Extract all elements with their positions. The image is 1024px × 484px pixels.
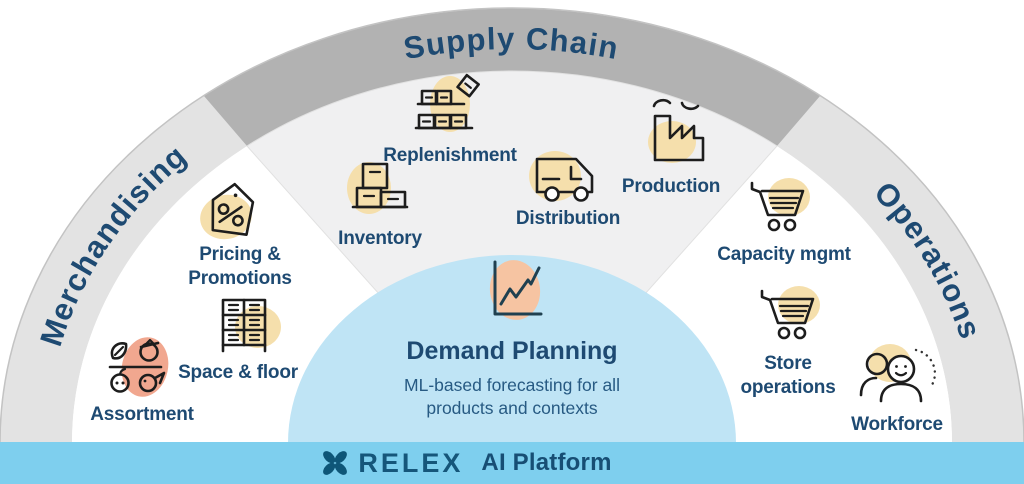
factory-icon — [642, 94, 714, 166]
shelved-boxes-icon — [406, 70, 488, 140]
relex-brand-text: RELEX — [358, 447, 464, 478]
shopping-cart-icon — [744, 176, 814, 238]
label-store-operations: Store operations — [740, 353, 836, 398]
food-grid-icon — [101, 334, 175, 400]
demand-planning-subtitle: ML-based forecasting for all products an… — [404, 375, 620, 418]
ai-platform-bar: RELEX AI Platform — [0, 442, 1024, 484]
label-inventory: Inventory — [338, 228, 422, 249]
stacked-boxes-icon — [343, 158, 413, 218]
label-production: Production — [621, 176, 721, 197]
label-pricing-promotions: Pricing & Promotions — [188, 244, 292, 289]
relex-clover-icon — [323, 451, 348, 475]
label-distribution: Distribution — [515, 208, 621, 229]
ai-platform-text: AI Platform — [481, 449, 612, 476]
ring-outline — [0, 7, 1024, 444]
label-assortment: Assortment — [90, 404, 194, 425]
shopping-cart-icon — [754, 284, 824, 346]
label-space-floor: Space & floor — [178, 362, 298, 383]
label-capacity-mgmt: Capacity mgmt — [717, 244, 851, 265]
price-tag-percent-icon — [194, 176, 270, 244]
shelf-rack-icon — [208, 292, 284, 354]
people-icon — [854, 342, 940, 410]
delivery-truck-icon — [526, 146, 606, 210]
outer-ring-dark-segment — [204, 8, 820, 147]
label-workforce: Workforce — [851, 414, 943, 435]
line-chart-icon — [480, 256, 546, 324]
demand-planning-dome — [288, 255, 736, 443]
demand-planning-title: Demand Planning — [406, 337, 618, 365]
label-replenishment: Replenishment — [383, 145, 517, 166]
relex-lockup: RELEX AI Platform — [320, 448, 611, 479]
